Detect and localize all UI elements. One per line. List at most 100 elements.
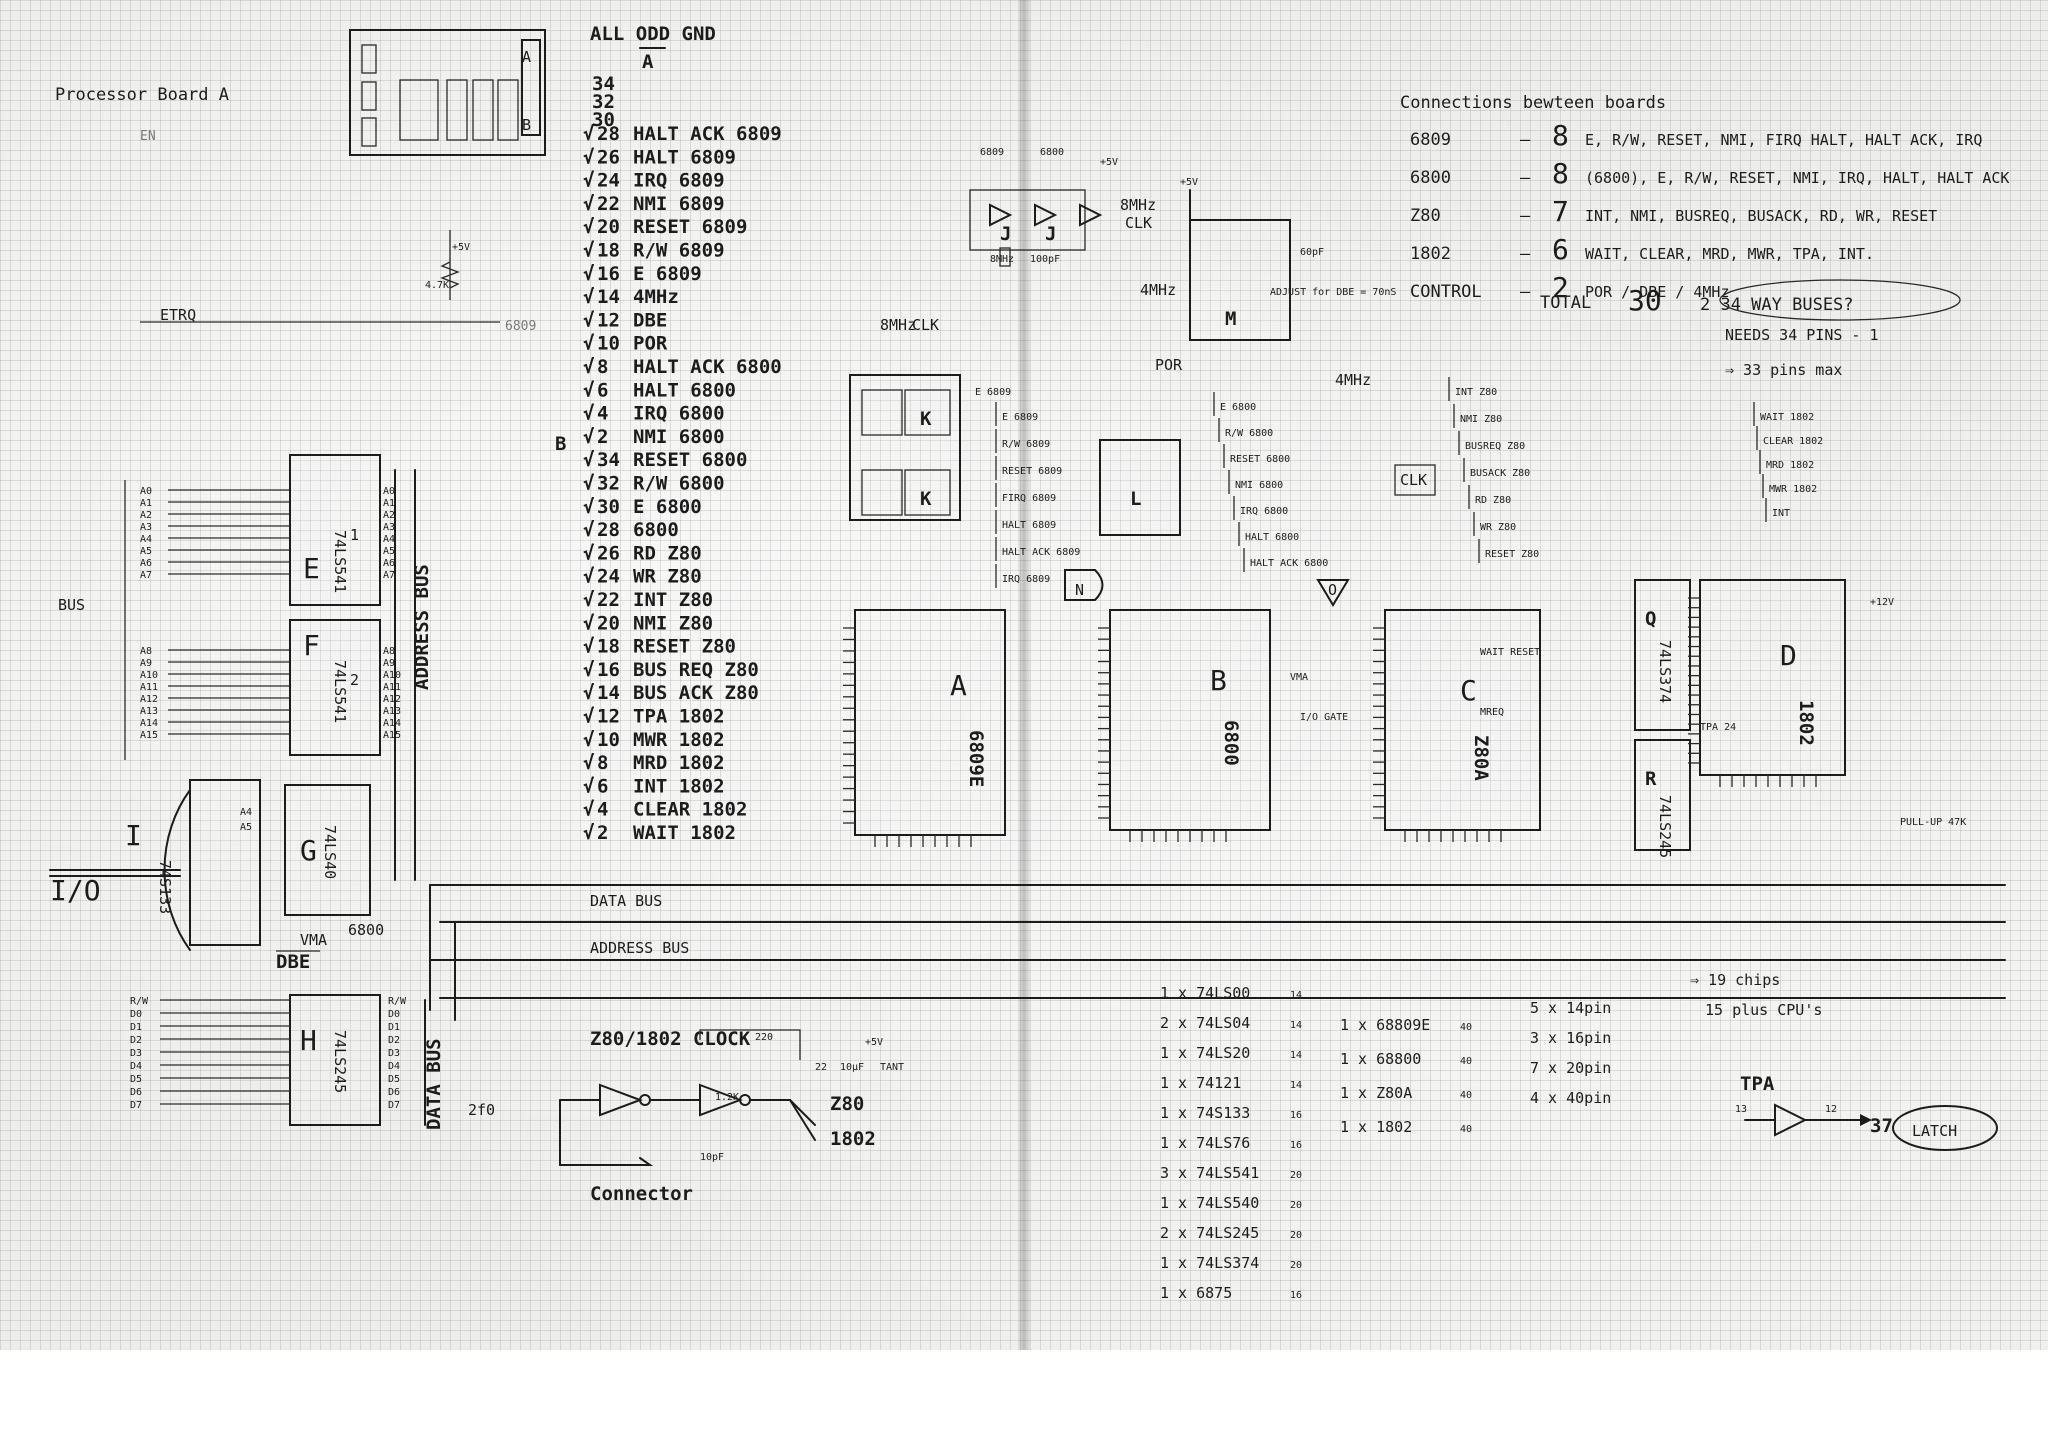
pin-number: 26 <box>597 146 620 168</box>
z80-1802-clock-circuit: Z80/1802 CLOCK 220 1.2K 22 10μF TANT +5V… <box>468 1028 904 1205</box>
pin-number: 6 <box>597 379 608 401</box>
part-pins: 20 <box>1290 1200 1302 1211</box>
pin-check: √ <box>583 752 594 774</box>
cpu-signal-label: INT <box>1772 508 1790 519</box>
svg-text:1.2K: 1.2K <box>715 1092 739 1103</box>
svg-text:N: N <box>1075 581 1084 599</box>
svg-text:ADJUST for DBE = 70nS: ADJUST for DBE = 70nS <box>1270 287 1396 298</box>
svg-text:K: K <box>920 408 932 430</box>
pin-signal: R/W 6800 <box>633 473 725 495</box>
edge-connector-side-b: B <box>555 433 566 455</box>
dbe-label: DBE <box>276 951 310 973</box>
cpu-signal-label: RESET 6800 <box>1230 454 1290 465</box>
cpu-signal-label: BUSREQ Z80 <box>1465 441 1525 452</box>
pin-count-entry: 5 x 14pin <box>1530 999 1611 1017</box>
cpu-entry: 1 x 68809E <box>1340 1016 1430 1034</box>
svg-text:6800: 6800 <box>1040 147 1064 158</box>
address-line-out: A9 <box>383 658 395 669</box>
pin-signal: POR <box>633 333 668 355</box>
svg-text:R: R <box>1645 768 1657 790</box>
part-entry: 1 x 74LS00 <box>1160 984 1250 1002</box>
pin-signal: E 6809 <box>633 263 702 285</box>
chip-I-74S133: I 74S133 A4 A5 <box>125 779 261 951</box>
pin-signal: RESET Z80 <box>633 636 736 658</box>
svg-text:A: A <box>950 669 967 702</box>
pin-signal: MWR 1802 <box>633 729 725 751</box>
cpu-signal-label: BUSACK Z80 <box>1470 468 1530 479</box>
svg-text:+5V: +5V <box>1100 157 1118 168</box>
connection-signals: POR / DBE / 4MHz <box>1585 283 1730 301</box>
part-pins: 20 <box>1290 1230 1302 1241</box>
address-line-out: A2 <box>383 510 395 521</box>
connection-cpu: 6809 <box>1410 130 1451 150</box>
svg-text:J: J <box>1000 223 1011 245</box>
part-entry: 1 x 74LS374 <box>1160 1254 1259 1272</box>
pin-signal: NMI 6809 <box>633 193 725 215</box>
svg-text:+5V: +5V <box>1180 177 1198 188</box>
pin-check: √ <box>583 612 594 634</box>
svg-text:A5: A5 <box>240 822 252 833</box>
data-bus-label: DATA BUS <box>590 892 662 910</box>
connection-signals: E, R/W, RESET, NMI, FIRQ HALT, HALT ACK,… <box>1585 131 1982 149</box>
svg-text:B: B <box>1210 664 1227 697</box>
chip-C-Z80A: C Z80A WAIT RESET MREQ <box>1384 609 1541 831</box>
pin-check: √ <box>583 659 594 681</box>
pin-count-entry: 4 x 40pin <box>1530 1089 1611 1107</box>
svg-text:Z80/1802 CLOCK: Z80/1802 CLOCK <box>590 1028 751 1050</box>
part-pins: 16 <box>1290 1140 1302 1151</box>
svg-text:32: 32 <box>592 91 615 113</box>
svg-text:74LS541: 74LS541 <box>331 660 349 723</box>
connections-title: Connections bewteen boards <box>1400 93 1666 113</box>
svg-text:74LS245: 74LS245 <box>331 1030 349 1093</box>
address-line-out: A4 <box>383 534 395 545</box>
connection-dash: — <box>1520 168 1531 188</box>
pin-check: √ <box>583 216 594 238</box>
pin-check: √ <box>583 566 594 588</box>
svg-text:1: 1 <box>350 526 359 544</box>
svg-text:74LS40: 74LS40 <box>321 825 339 879</box>
pin-number: 22 <box>597 193 620 215</box>
pin-check: √ <box>583 775 594 797</box>
data-line-label: D0 <box>130 1009 142 1020</box>
pin-check: √ <box>583 729 594 751</box>
chip-R-74LS245: R 74LS245 <box>1634 739 1691 858</box>
chip-total: ⇒ 19 chips <box>1690 971 1780 989</box>
address-line-out: A10 <box>383 670 401 681</box>
address-line-out: A11 <box>383 682 401 693</box>
address-line-label: A13 <box>140 706 158 717</box>
cpu-signal-label: R/W 6809 <box>1002 439 1050 450</box>
pin-number: 20 <box>597 612 620 634</box>
edge-connector-top-numbers: 34 32 30 <box>592 73 615 131</box>
pin-signal: CLEAR 1802 <box>633 799 747 821</box>
connection-count: 2 <box>1552 271 1569 304</box>
pin-number: 30 <box>597 496 620 518</box>
svg-text:74LS374: 74LS374 <box>1656 640 1674 703</box>
bus-trunks <box>429 884 2006 1021</box>
cpu-signal-label: NMI 6800 <box>1235 480 1283 491</box>
svg-text:+12V: +12V <box>1870 597 1894 608</box>
chip-H-74LS245: H 74LS245 <box>289 994 381 1126</box>
pin-number: 26 <box>597 542 620 564</box>
pin-number: 16 <box>597 263 620 285</box>
pin-signal: R/W 6809 <box>633 240 725 262</box>
svg-text:2f0: 2f0 <box>468 1101 495 1119</box>
svg-text:30: 30 <box>592 109 615 131</box>
pin-signal: IRQ 6809 <box>633 170 725 192</box>
address-line-label: A6 <box>140 558 152 569</box>
connections-total: 30 <box>1628 284 1662 317</box>
data-line-label: D6 <box>130 1087 142 1098</box>
address-line-label: A5 <box>140 546 152 557</box>
cpu-signal-label: HALT ACK 6809 <box>1002 547 1080 558</box>
pin-check: √ <box>583 473 594 495</box>
pin-signal: RD Z80 <box>633 542 702 564</box>
data-line-label: R/W <box>130 996 149 1007</box>
address-line-label: A3 <box>140 522 152 533</box>
pin-number: 12 <box>597 706 620 728</box>
svg-text:WAIT RESET: WAIT RESET <box>1480 647 1540 658</box>
svg-text:M: M <box>1225 308 1236 330</box>
pin-signal: INT 1802 <box>633 775 725 797</box>
clk-box: CLK <box>1400 471 1427 489</box>
